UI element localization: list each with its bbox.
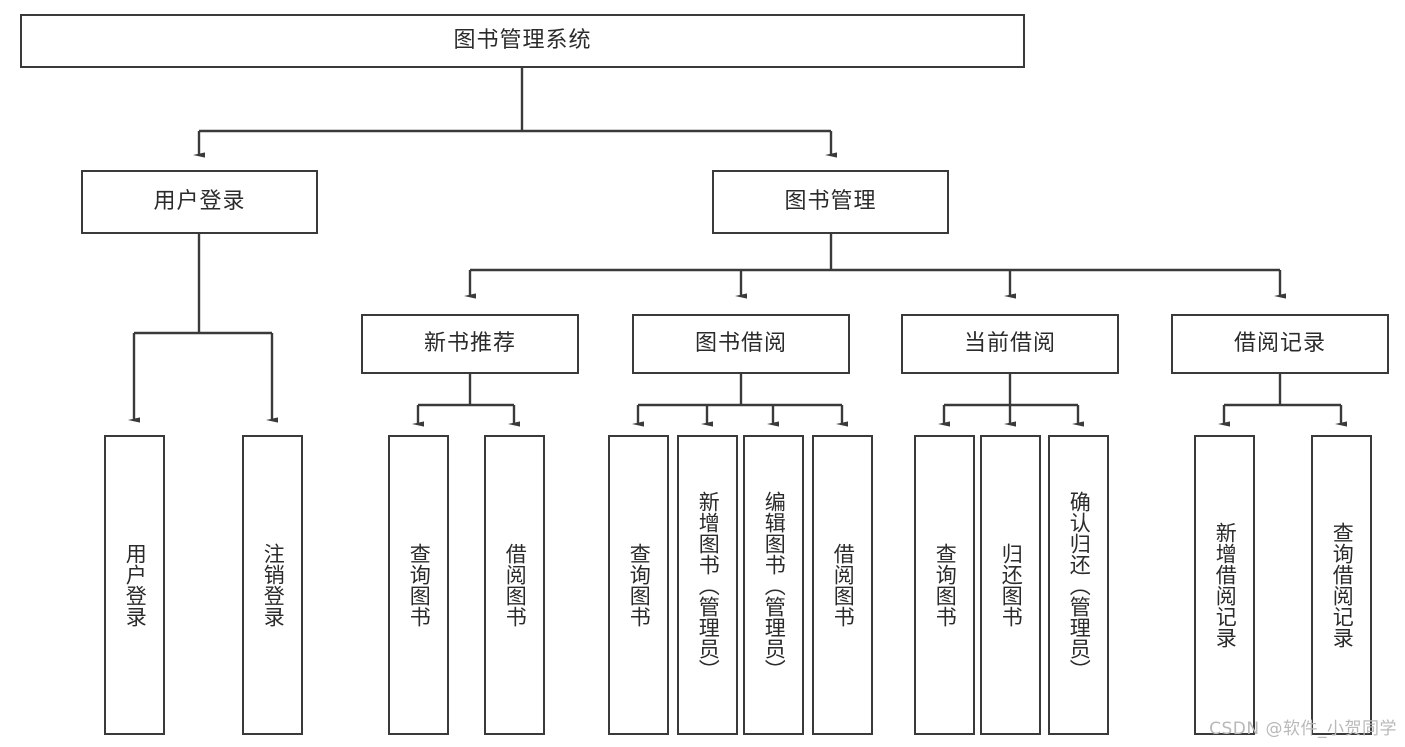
node-leaf-logout[interactable]: 注销登录 [242,435,303,735]
node-leaf-borrow-book-2-label: 借阅图书 [831,543,856,627]
node-leaf-query-book-1-label: 查询图书 [407,543,432,627]
node-leaf-add-record-label: 新增借阅记录 [1213,522,1238,648]
node-new-book-recommend-label: 新书推荐 [423,330,516,356]
node-leaf-add-record[interactable]: 新增借阅记录 [1194,435,1255,735]
node-leaf-logout-label: 注销登录 [261,543,286,627]
node-leaf-query-book-1[interactable]: 查询图书 [388,435,449,735]
node-leaf-query-book-2-label: 查询图书 [627,543,652,627]
node-user-login-label: 用户登录 [153,188,246,214]
node-leaf-borrow-book-1-label: 借阅图书 [503,543,528,627]
node-leaf-query-book-3[interactable]: 查询图书 [914,435,975,735]
node-leaf-user-login[interactable]: 用户登录 [104,435,165,735]
node-leaf-confirm-return-label: 确认归还（管理员） [1067,490,1092,680]
node-leaf-edit-book-label: 编辑图书（管理员） [762,490,787,680]
node-leaf-query-record-label: 查询借阅记录 [1330,522,1355,648]
node-book-borrow[interactable]: 图书借阅 [632,314,850,374]
watermark: CSDN @软件_小贺同学 [1209,719,1397,739]
node-leaf-query-book-3-label: 查询图书 [933,543,958,627]
node-borrow-record[interactable]: 借阅记录 [1171,314,1389,374]
node-leaf-add-book[interactable]: 新增图书（管理员） [677,435,738,735]
node-leaf-borrow-book-2[interactable]: 借阅图书 [812,435,873,735]
node-user-login[interactable]: 用户登录 [81,170,318,234]
node-current-borrow-label: 当前借阅 [963,330,1056,356]
node-borrow-record-label: 借阅记录 [1233,330,1326,356]
node-book-manage[interactable]: 图书管理 [712,170,949,234]
node-leaf-borrow-book-1[interactable]: 借阅图书 [484,435,545,735]
node-leaf-confirm-return[interactable]: 确认归还（管理员） [1048,435,1109,735]
node-leaf-user-login-label: 用户登录 [123,543,148,627]
node-current-borrow[interactable]: 当前借阅 [901,314,1119,374]
node-root-label: 图书管理系统 [453,27,592,53]
node-book-manage-label: 图书管理 [784,188,877,214]
node-leaf-add-book-label: 新增图书（管理员） [696,490,721,680]
node-new-book-recommend[interactable]: 新书推荐 [361,314,579,374]
node-leaf-query-record[interactable]: 查询借阅记录 [1311,435,1372,735]
node-book-borrow-label: 图书借阅 [694,330,787,356]
node-leaf-query-book-2[interactable]: 查询图书 [608,435,669,735]
node-leaf-edit-book[interactable]: 编辑图书（管理员） [743,435,804,735]
node-leaf-return-book-label: 归还图书 [999,543,1024,627]
node-root[interactable]: 图书管理系统 [20,14,1025,68]
node-leaf-return-book[interactable]: 归还图书 [980,435,1041,735]
